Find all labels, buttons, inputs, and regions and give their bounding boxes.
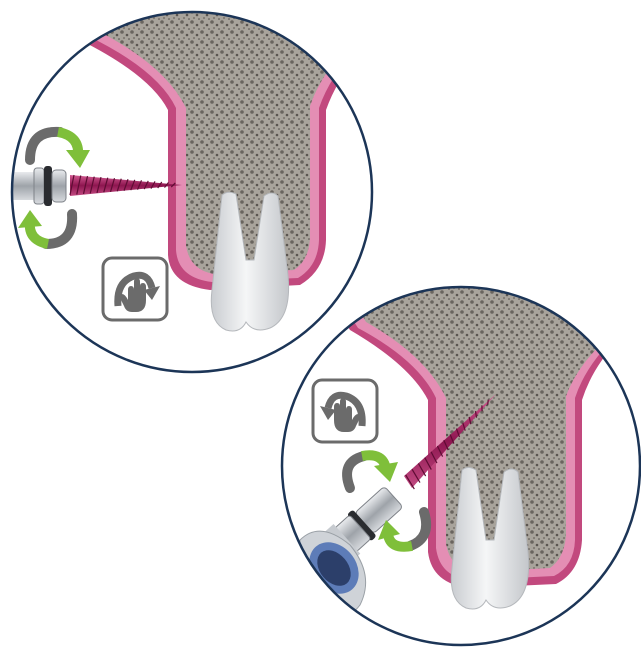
- hand-rotate-icon: [313, 380, 377, 442]
- panel-1: [0, 0, 380, 372]
- panel-2: [282, 280, 640, 645]
- hand-rotate-icon: [103, 258, 167, 320]
- screw-driver: [0, 166, 66, 206]
